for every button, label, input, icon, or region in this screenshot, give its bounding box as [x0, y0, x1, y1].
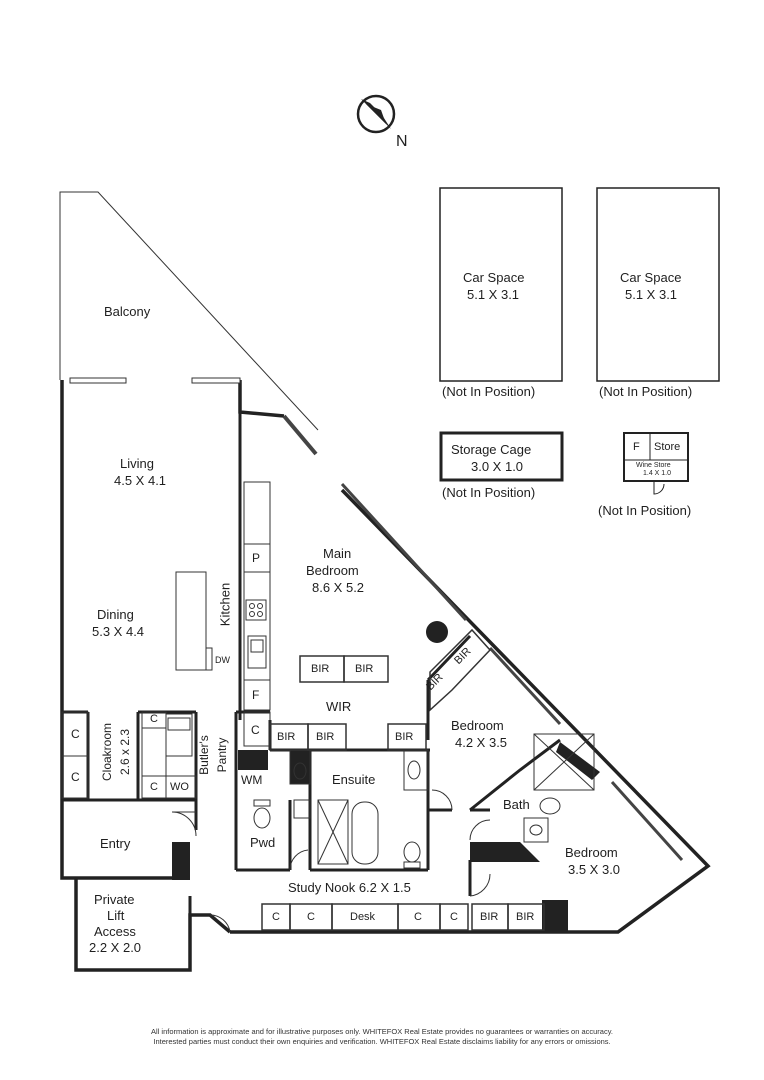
- study-nook-fittings: [261, 903, 545, 931]
- wall-blocks: [172, 742, 600, 932]
- cloak-cupboard-1: C: [71, 727, 80, 741]
- fridge-label: F: [252, 688, 260, 702]
- storage-cage-dim: 3.0 X 1.0: [471, 459, 524, 474]
- bir-label: BIR: [355, 663, 374, 675]
- balcony-label: Balcony: [104, 304, 151, 319]
- dining-dim: 5.3 X 4.4: [92, 624, 145, 639]
- study-cupboard-3: C: [414, 911, 422, 923]
- pantry-p-label: P: [252, 551, 261, 565]
- doors: [171, 789, 491, 933]
- wine-store-dim: 1.4 X 1.0: [643, 470, 672, 477]
- living-dim: 4.5 X 4.1: [114, 473, 167, 488]
- wine-store-store: Store: [654, 441, 681, 453]
- pwd-label: Pwd: [250, 835, 276, 850]
- entry-label: Entry: [100, 836, 131, 851]
- dining-name: Dining: [97, 607, 134, 622]
- bedroom3-name: Bedroom: [565, 845, 618, 860]
- windows: [69, 377, 684, 862]
- car-space-2: [596, 187, 720, 382]
- main-bedroom-name1: Main: [323, 546, 352, 561]
- compass-label: N: [396, 133, 408, 150]
- cloakroom-name: Cloakroom: [100, 722, 114, 782]
- storage-cage: [439, 431, 564, 482]
- cupboards-left: [61, 711, 197, 799]
- main-bedroom-name2: Bedroom: [306, 563, 359, 578]
- car-space-1: [439, 187, 563, 382]
- study-nook-label: Study Nook 6.2 X 1.5: [288, 880, 411, 895]
- bedroom2-name: Bedroom: [451, 718, 504, 733]
- disclaimer-line-1: All information is approximate and for i…: [150, 1027, 613, 1036]
- compass-icon: [356, 94, 396, 134]
- lift-line-3: Access: [94, 924, 136, 939]
- car-space-1-dim: 5.1 X 3.1: [467, 287, 520, 302]
- disclaimer: All information is approximate and for i…: [0, 1027, 764, 1047]
- main-bedroom-dim: 8.6 X 5.2: [312, 580, 365, 595]
- lift-dim: 2.2 X 2.0: [89, 940, 142, 955]
- bir-label: BIR: [316, 731, 335, 743]
- wine-store-name: Wine Store: [636, 462, 671, 469]
- bir-label: BIR: [277, 731, 296, 743]
- wine-store-note: (Not In Position): [598, 503, 692, 518]
- bedroom3-dim: 3.5 X 3.0: [568, 862, 621, 877]
- car-space-2-name: Car Space: [620, 270, 682, 285]
- car-space-2-dim: 5.1 X 3.1: [625, 287, 678, 302]
- bathroom-fittings: [253, 733, 595, 869]
- wir-label: WIR: [326, 699, 352, 714]
- wine-store: [623, 432, 689, 495]
- lift-line-2: Lift: [107, 908, 125, 923]
- car-space-1-note: (Not In Position): [442, 384, 536, 399]
- ensuite-label: Ensuite: [332, 772, 376, 787]
- disclaimer-line-2: Interested parties must conduct their ow…: [153, 1037, 611, 1046]
- main-bed-fittings: [269, 621, 492, 751]
- wm-label: WM: [241, 773, 263, 787]
- pantry-cupboard-2: C: [150, 781, 158, 793]
- butlers-pantry-name: Butler's: [197, 735, 211, 775]
- study-cupboard-1: C: [272, 911, 280, 923]
- desk-label: Desk: [350, 911, 376, 923]
- study-cupboard-2: C: [307, 911, 315, 923]
- car-space-2-note: (Not In Position): [599, 384, 693, 399]
- kitchen: [175, 481, 271, 747]
- study-bir-2: BIR: [516, 911, 535, 923]
- butlers-pantry-name2: Pantry: [215, 737, 229, 773]
- wo-label: WO: [170, 781, 189, 793]
- cloakroom-dim: 2.6 x 2.3: [118, 728, 132, 776]
- lift-line-1: Private: [94, 892, 135, 907]
- car-space-1-name: Car Space: [463, 270, 525, 285]
- living-name: Living: [120, 456, 154, 471]
- dw-label: DW: [215, 655, 230, 665]
- study-bir-1: BIR: [480, 911, 499, 923]
- kitchen-label: Kitchen: [217, 582, 233, 627]
- bir-label: BIR: [395, 731, 414, 743]
- storage-cage-note: (Not In Position): [442, 485, 536, 500]
- balcony-outline: [59, 191, 319, 431]
- cloak-cupboard-2: C: [71, 770, 80, 784]
- bir-label: BIR: [311, 663, 330, 675]
- pantry-cupboard-1: C: [150, 713, 158, 725]
- study-cupboard-4: C: [450, 911, 458, 923]
- bath-label: Bath: [503, 797, 530, 812]
- bedroom2-dim: 4.2 X 3.5: [455, 735, 508, 750]
- storage-cage-name: Storage Cage: [451, 442, 532, 457]
- kitchen-cupboard-label: C: [251, 723, 260, 737]
- wine-store-f: F: [633, 441, 640, 453]
